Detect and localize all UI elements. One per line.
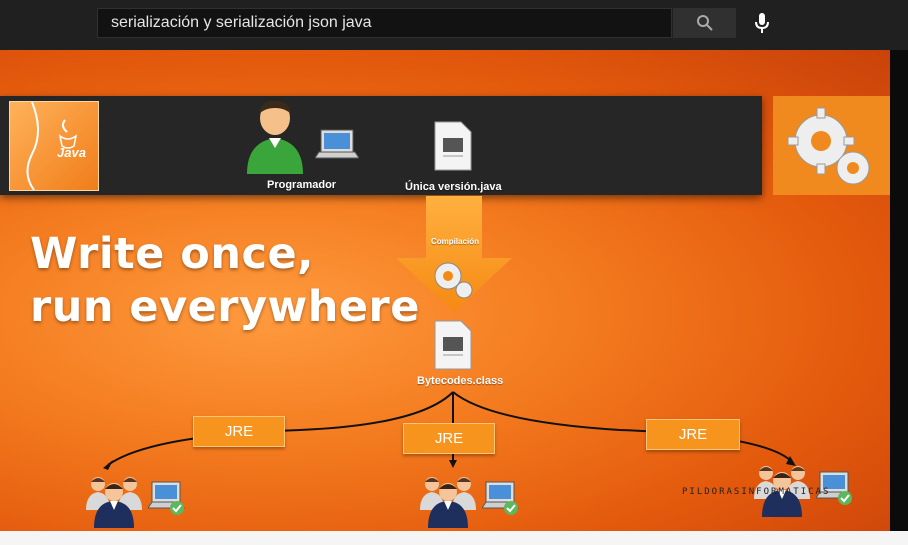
laptop-check-center-icon (482, 481, 519, 515)
top-bar: serialización y serialización json java (0, 0, 908, 50)
search-input[interactable]: serialización y serialización json java (97, 8, 672, 38)
gears-icon (787, 107, 870, 185)
source-file-label: Única versión.java (405, 181, 502, 193)
laptop-icon (315, 129, 359, 159)
laptop-check-right-icon (816, 471, 853, 505)
channel-watermark: PILDORASINFORMATICAS (682, 487, 831, 497)
headline: Write once, run everywhere (30, 228, 420, 334)
video-player[interactable]: Java Programador Única versión.java (0, 50, 908, 531)
headline-line-2: run everywhere (30, 282, 420, 332)
compile-arrow (396, 196, 512, 312)
distribution-lines (103, 391, 796, 470)
jre-box-left: JRE (193, 416, 285, 447)
slide: Java Programador Única versión.java (0, 50, 890, 531)
java-logo: Java (9, 101, 99, 191)
jre-box-right: JRE (646, 419, 740, 450)
bytecode-document-icon (434, 320, 472, 370)
microphone-icon (755, 13, 769, 33)
headline-line-1: Write once, (30, 229, 314, 279)
document-icon (434, 121, 472, 171)
programmer-icon (247, 100, 303, 174)
compile-label: Compilación (431, 237, 480, 246)
bytecode-label: Bytecodes.class (417, 375, 504, 387)
search-button[interactable] (673, 8, 736, 38)
java-logo-icon (26, 102, 78, 190)
jre-box-center: JRE (403, 423, 495, 454)
programmer-label: Programador (267, 179, 337, 191)
search-icon (696, 15, 713, 31)
microphone-button[interactable] (748, 9, 776, 37)
laptop-check-left-icon (148, 481, 185, 515)
users-group-center-icon (420, 477, 476, 528)
page-bottom-strip (0, 531, 908, 545)
users-group-left-icon (86, 477, 142, 528)
java-logo-text: Java (57, 145, 86, 160)
users-group-right-icon (754, 466, 810, 517)
gears-box (773, 96, 890, 195)
header-band (0, 96, 762, 195)
